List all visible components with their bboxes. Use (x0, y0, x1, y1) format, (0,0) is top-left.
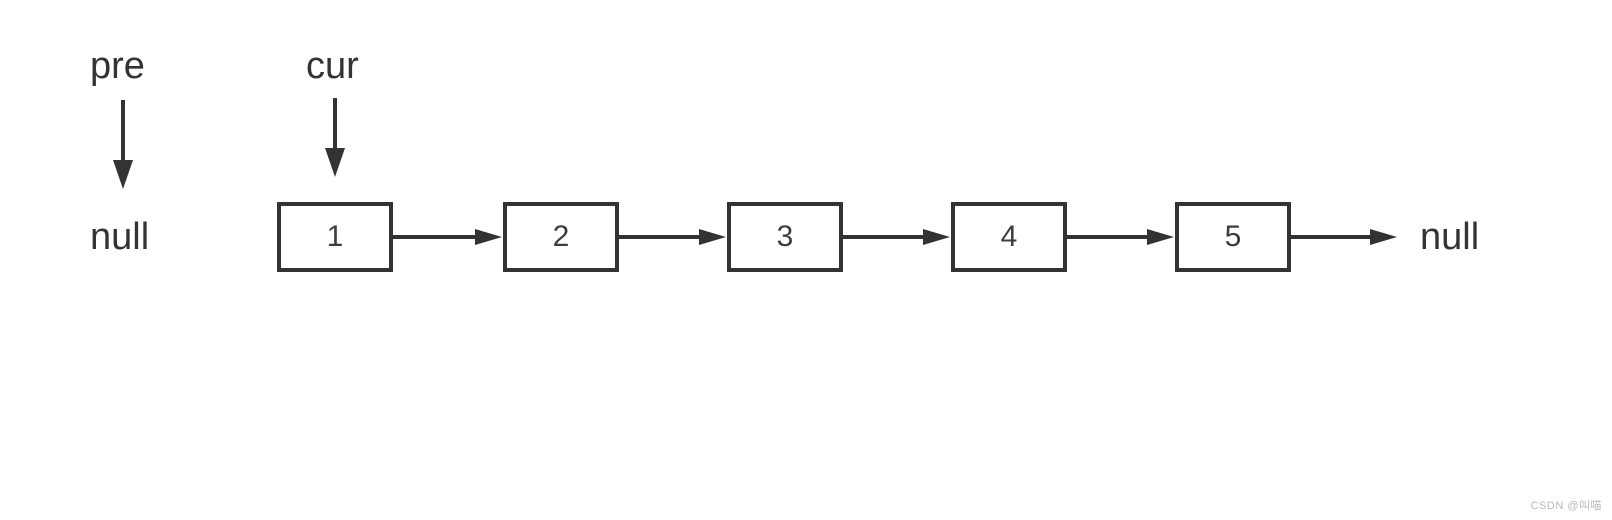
link-arrow-2-3-icon (619, 229, 726, 245)
csdn-watermark: CSDN @叫喵 (1530, 500, 1602, 512)
tail-null-label: null (1420, 216, 1480, 258)
list-node-5: 5 (1175, 202, 1291, 272)
head-null-label: null (90, 216, 150, 258)
node-value: 1 (326, 220, 344, 253)
pre-down-arrow-icon (113, 100, 133, 189)
cur-pointer-label: cur (306, 45, 359, 87)
node-value: 3 (776, 220, 794, 253)
link-arrow-3-4-icon (843, 229, 950, 245)
link-arrow-4-5-icon (1067, 229, 1174, 245)
pre-pointer-label: pre (90, 45, 145, 87)
list-node-3: 3 (727, 202, 843, 272)
cur-down-arrow-icon (325, 98, 345, 177)
node-value: 5 (1224, 220, 1242, 253)
list-node-4: 4 (951, 202, 1067, 272)
list-node-2: 2 (503, 202, 619, 272)
node-value: 4 (1000, 220, 1018, 253)
list-node-1: 1 (277, 202, 393, 272)
link-arrow-5-null-icon (1291, 229, 1397, 245)
link-arrow-1-2-icon (393, 229, 502, 245)
node-value: 2 (552, 220, 570, 253)
